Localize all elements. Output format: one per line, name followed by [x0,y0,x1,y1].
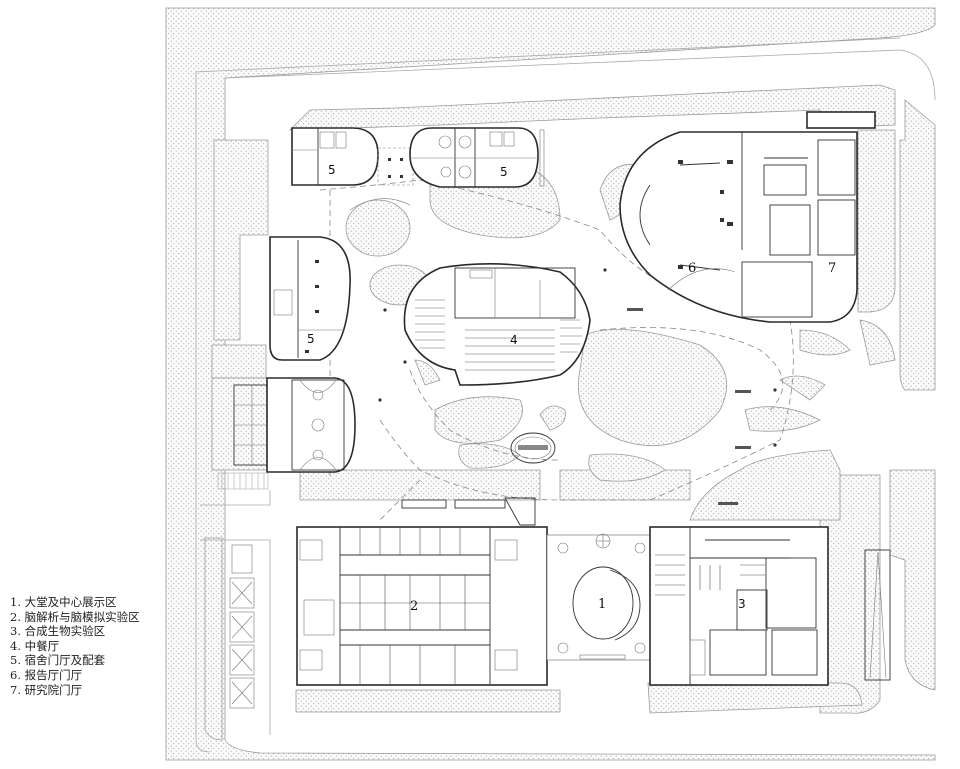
legend-number: 4. [10,638,21,653]
building-synbio-lab: 3 [649,526,829,686]
legend-label: 大堂及中心展示区 [24,595,117,609]
legend-number: 5. [10,653,21,668]
legend-label: 报告厅门厅 [24,667,83,682]
legend-item: 1. 大堂及中心展示区 [10,595,170,610]
legend-number: 7. [10,682,21,697]
legend-number: 1. [10,595,21,609]
legend-item: 2. 脑解析与脑模拟实验区 [10,610,170,625]
building-brain-lab: 2 [296,497,548,686]
ramp [864,549,891,681]
site-landscape [165,7,936,761]
legend-item: 4. 中餐厅 [10,639,170,654]
room-label-synbio-lab: 3 [738,597,746,611]
legend-label: 中餐厅 [24,638,60,653]
legend-label: 脑解析与脑模拟实验区 [24,609,140,624]
legend-item: 7. 研究院门厅 [10,683,170,698]
corridor-dorm-top [377,147,414,186]
room-label-lecture-lobby: 6 [688,261,696,276]
room-label-dorm-c: 5 [307,332,315,346]
legend-number: 3. [10,624,21,639]
building-institute: 6 7 [619,111,876,323]
site-benches [378,268,777,505]
sports-courts [211,377,356,490]
legend-number: 2. [10,609,21,624]
legend-item: 6. 报告厅门厅 [10,668,170,683]
legend-label: 合成生物实验区 [24,624,106,639]
legend-label: 宿舍门厅及配套 [24,653,106,668]
room-label-dorm-a: 5 [328,163,336,177]
legend-number: 6. [10,667,21,682]
building-restaurant: 4 [403,263,591,386]
building-dorm-top-right: 5 [409,127,545,188]
room-label-brain-lab: 2 [410,599,418,614]
parking-stalls [229,544,255,709]
room-label-restaurant: 4 [510,333,518,347]
legend-label: 研究院门厅 [24,682,83,697]
room-label-dorm-b: 5 [500,165,508,179]
legend-item: 5. 宿舍门厅及配套 [10,653,170,668]
building-dorm-top-left: 5 [291,127,379,186]
room-label-institute-lobby: 7 [828,261,836,276]
building-dorm-left: 5 [269,236,351,361]
legend: 1. 大堂及中心展示区 2. 脑解析与脑模拟实验区 3. 合成生物实验区 4. … [10,595,170,697]
room-label-lobby: 1 [598,597,606,612]
building-lobby: 1 [546,533,658,661]
legend-item: 3. 合成生物实验区 [10,624,170,639]
